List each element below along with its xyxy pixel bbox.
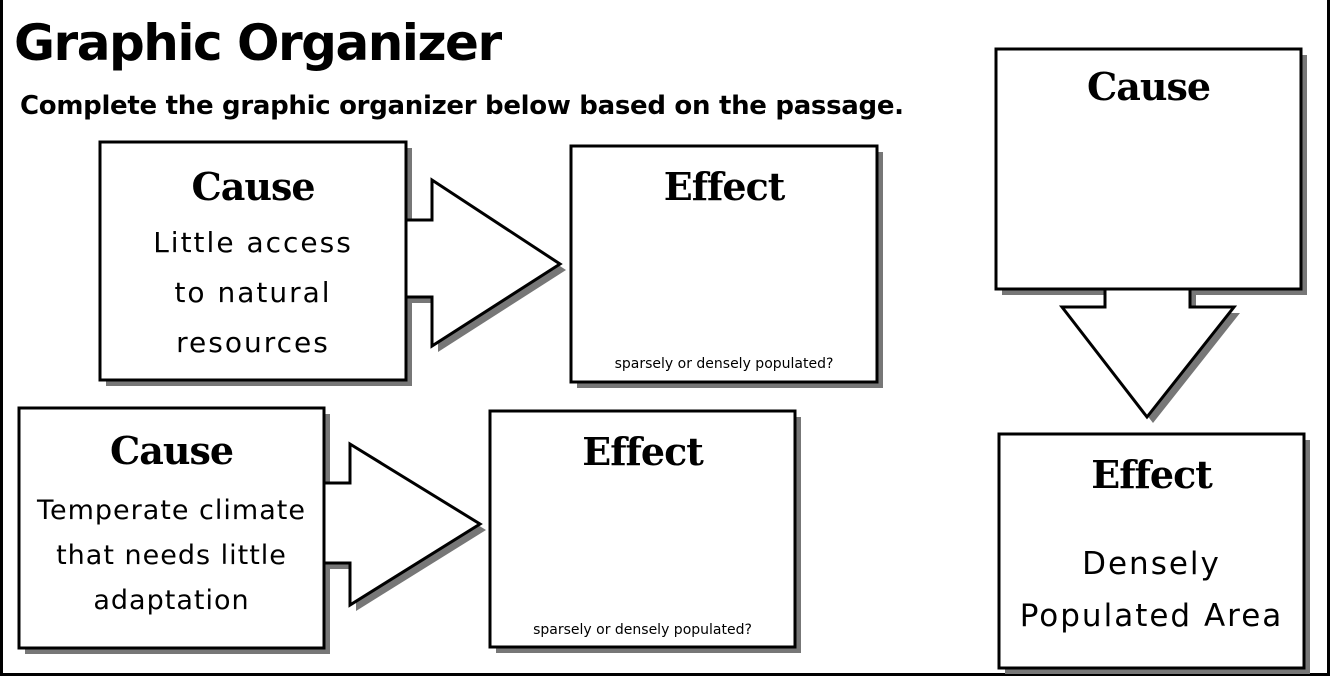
effect-label-2: Effect [582,429,704,474]
cause-box-1 [98,140,412,386]
effect-label-1: Effect [663,164,786,209]
cause-text-1: Little access to natural resources [100,218,406,368]
arrow-right-1 [404,177,566,352]
cause-label-1: Cause [191,164,315,209]
effect-box-1 [569,144,883,388]
effect-text-3-line-1: Densely [1082,546,1221,582]
cause-text-1-line-2: to natural [174,276,332,309]
cause-text-2-line-2: that needs little [56,540,287,571]
instructions: Complete the graphic organizer below bas… [20,91,904,121]
arrow-down-3 [1058,287,1240,423]
effect-box-2 [488,409,801,653]
arrow-right-2 [322,441,486,611]
effect-hint-2: sparsely or densely populated? [533,622,752,638]
cause-box-2 [17,406,330,654]
effect-text-3-line-2: Populated Area [1019,598,1284,634]
cause-box-3 [994,47,1307,295]
effect-label-3: Effect [1091,452,1213,497]
cause-text-1-line-3: resources [176,326,330,359]
cause-text-2-line-3: adaptation [93,585,250,616]
effect-hint-1: sparsely or densely populated? [614,356,834,372]
cause-text-2: Temperate climate that needs little adap… [19,488,324,623]
effect-text-3: Densely Populated Area [999,538,1304,642]
effect-box-3 [997,432,1310,674]
page-title: Graphic Organizer [14,14,502,72]
cause-text-1-line-1: Little access [153,226,353,259]
cause-label-3: Cause [1086,64,1211,109]
cause-text-2-line-1: Temperate climate [37,495,306,526]
cause-label-2: Cause [109,428,234,473]
